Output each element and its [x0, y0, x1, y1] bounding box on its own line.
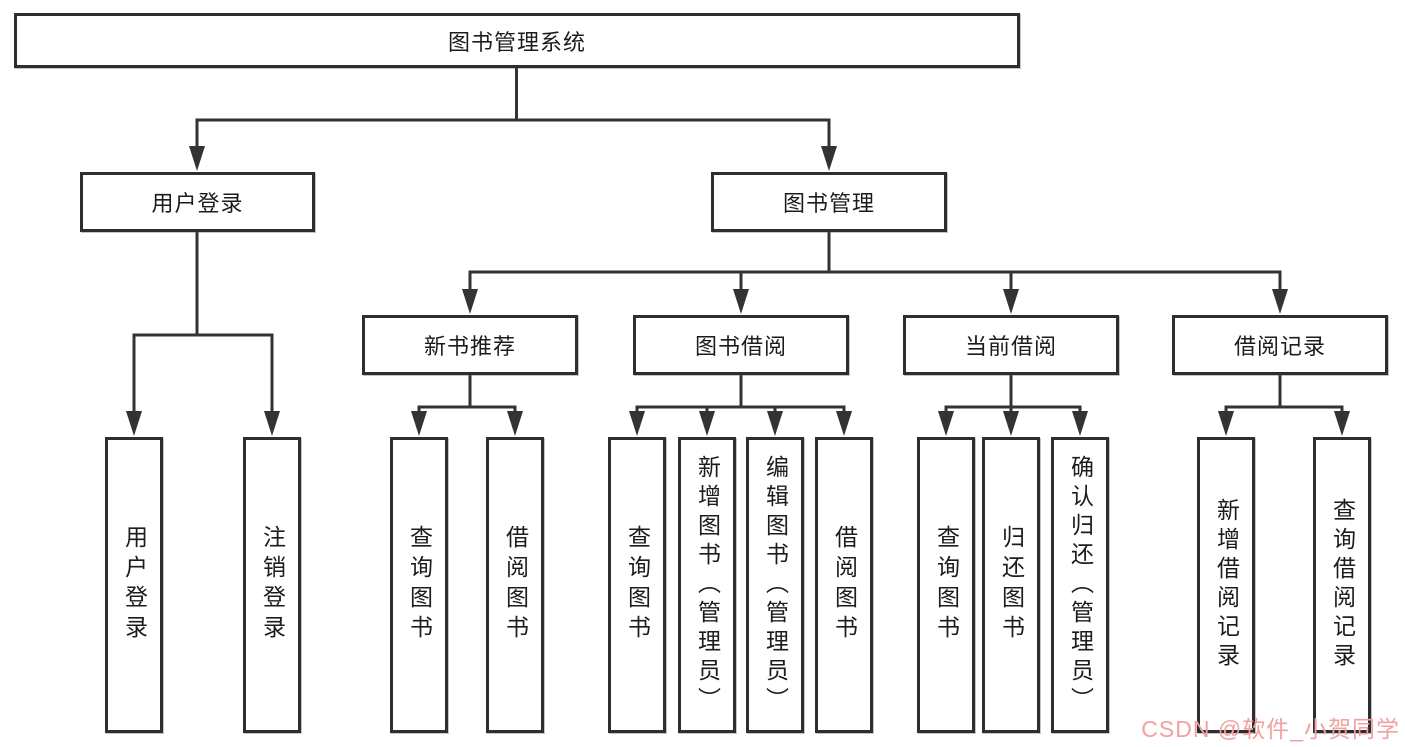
- node-label: 新增图书（管理员）: [694, 454, 721, 716]
- connector-bookmgmt-to-modules: [468, 232, 1282, 293]
- node-label: 借阅记录: [1233, 334, 1326, 359]
- node-leaf-user-login: 用户登录: [105, 437, 163, 733]
- node-borrow-record: 借阅记录: [1172, 315, 1388, 375]
- node-label: 当前借阅: [964, 334, 1057, 359]
- node-label: 查询图书: [406, 525, 433, 645]
- node-user-login-branch: 用户登录: [80, 172, 315, 232]
- csdn-watermark: CSDN @软件_小贺同学: [1141, 716, 1400, 742]
- node-label: 图书借阅: [694, 334, 787, 359]
- arrow-down-icon: [1003, 411, 1019, 436]
- node-leaf-current-query: 查询图书: [917, 437, 975, 733]
- arrow-down-icon: [821, 146, 837, 171]
- arrow-down-icon: [733, 289, 749, 314]
- arrow-down-icon: [938, 411, 954, 436]
- node-leaf-current-confirm-admin: 确认归还（管理员）: [1051, 437, 1109, 733]
- node-leaf-current-return: 归还图书: [982, 437, 1040, 733]
- node-current-borrow: 当前借阅: [903, 315, 1119, 375]
- arrow-down-icon: [1072, 411, 1088, 436]
- node-label: 确认归还（管理员）: [1067, 454, 1094, 716]
- node-leaf-newbook-borrow: 借阅图书: [486, 437, 544, 733]
- node-label: 用户登录: [121, 525, 148, 645]
- node-leaf-borrow-borrow: 借阅图书: [815, 437, 873, 733]
- arrow-down-icon: [836, 411, 852, 436]
- arrow-down-icon: [767, 411, 783, 436]
- arrow-down-icon: [1272, 289, 1288, 314]
- arrow-down-icon: [126, 411, 142, 436]
- node-label: 归还图书: [998, 525, 1025, 645]
- arrow-down-icon: [189, 146, 205, 171]
- arrow-down-icon: [462, 289, 478, 314]
- node-leaf-newbook-query: 查询图书: [390, 437, 448, 733]
- arrow-down-icon: [1003, 289, 1019, 314]
- node-label: 编辑图书（管理员）: [762, 454, 789, 716]
- arrowheads: [126, 146, 1350, 436]
- arrow-down-icon: [264, 411, 280, 436]
- node-label: 新书推荐: [423, 334, 516, 359]
- arrow-down-icon: [1218, 411, 1234, 436]
- connector-record-to-leaves: [1224, 375, 1344, 415]
- arrow-down-icon: [411, 411, 427, 436]
- arrow-down-icon: [629, 411, 645, 436]
- node-label: 图书管理: [782, 191, 875, 216]
- node-label: 查询图书: [933, 525, 960, 645]
- node-label: 新增借阅记录: [1213, 498, 1240, 672]
- connector-borrow-to-leaves: [635, 375, 846, 415]
- node-label: 查询借阅记录: [1329, 498, 1356, 672]
- node-root-system: 图书管理系统: [14, 13, 1020, 68]
- node-book-borrow: 图书借阅: [633, 315, 849, 375]
- node-label: 借阅图书: [831, 525, 858, 645]
- node-leaf-logout: 注销登录: [243, 437, 301, 733]
- node-new-book-recommend: 新书推荐: [362, 315, 578, 375]
- node-label: 用户登录: [151, 191, 244, 216]
- node-label: 查询图书: [624, 525, 651, 645]
- arrow-down-icon: [699, 411, 715, 436]
- node-label: 图书管理系统: [447, 29, 586, 55]
- connector-userlogin-to-leaves: [132, 232, 274, 415]
- connector-paths: [132, 68, 1344, 415]
- connector-current-to-leaves: [944, 375, 1082, 415]
- node-label: 借阅图书: [502, 525, 529, 645]
- connector-root-to-level2: [195, 68, 831, 150]
- node-label: 注销登录: [259, 525, 286, 645]
- node-leaf-record-query: 查询借阅记录: [1313, 437, 1371, 733]
- arrow-down-icon: [1334, 411, 1350, 436]
- node-leaf-borrow-query: 查询图书: [608, 437, 666, 733]
- node-leaf-record-add: 新增借阅记录: [1197, 437, 1255, 733]
- node-leaf-borrow-add-admin: 新增图书（管理员）: [678, 437, 736, 733]
- node-leaf-borrow-edit-admin: 编辑图书（管理员）: [746, 437, 804, 733]
- node-book-management-branch: 图书管理: [711, 172, 947, 232]
- arrow-down-icon: [507, 411, 523, 436]
- connector-newbook-to-leaves: [417, 375, 517, 415]
